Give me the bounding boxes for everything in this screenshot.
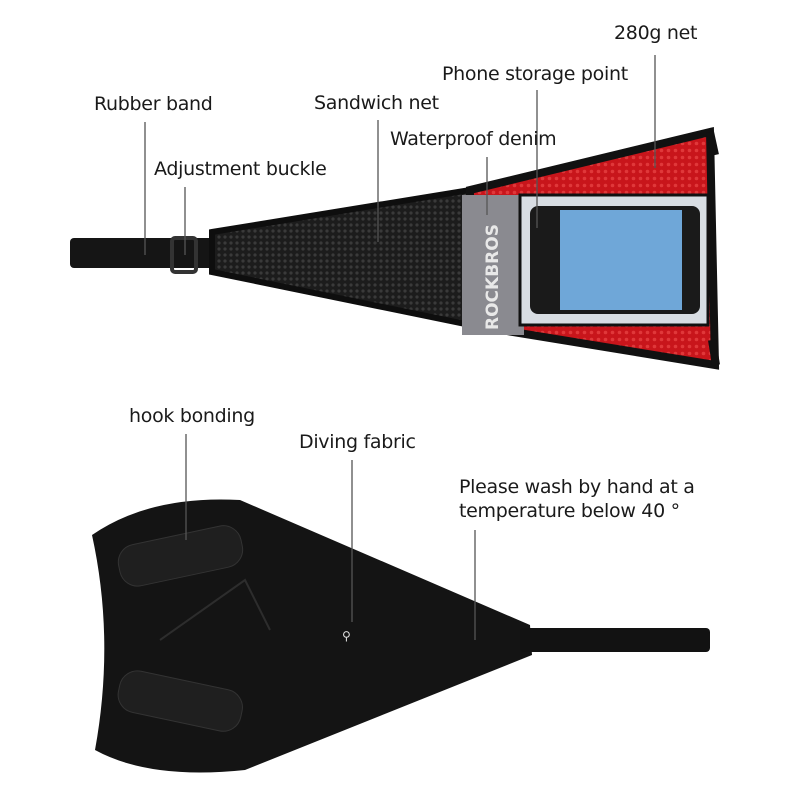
label-rubber-band: Rubber band: [94, 93, 213, 115]
bottom-logo: ⚲: [342, 629, 351, 643]
phone-screen: [560, 210, 682, 310]
label-280g-net: 280g net: [614, 22, 698, 44]
label-sandwich-net: Sandwich net: [314, 92, 439, 114]
hook-strap-bottom: [117, 670, 243, 732]
waterproof-denim: [462, 195, 524, 335]
label-phone-storage-point: Phone storage point: [442, 63, 628, 85]
label-wash-line1: Please wash by hand at a: [459, 476, 695, 498]
adjustment-buckle: [170, 236, 198, 274]
label-diving-fabric: Diving fabric: [299, 431, 416, 453]
hook-strap-top: [117, 525, 244, 587]
top-product: ROCKBROS: [70, 126, 720, 370]
label-adjustment-buckle: Adjustment buckle: [154, 158, 327, 180]
label-wash-line2: temperature below 40 °: [459, 500, 680, 522]
leader-lines: [144, 55, 656, 640]
label-waterproof-denim: Waterproof denim: [390, 128, 557, 150]
bottom-strap: [520, 628, 710, 652]
bottom-product: ⚲: [92, 499, 710, 773]
sandwich-net: [209, 186, 473, 329]
label-hook-bonding: hook bonding: [129, 405, 255, 427]
brand-logo: ROCKBROS: [483, 224, 503, 330]
